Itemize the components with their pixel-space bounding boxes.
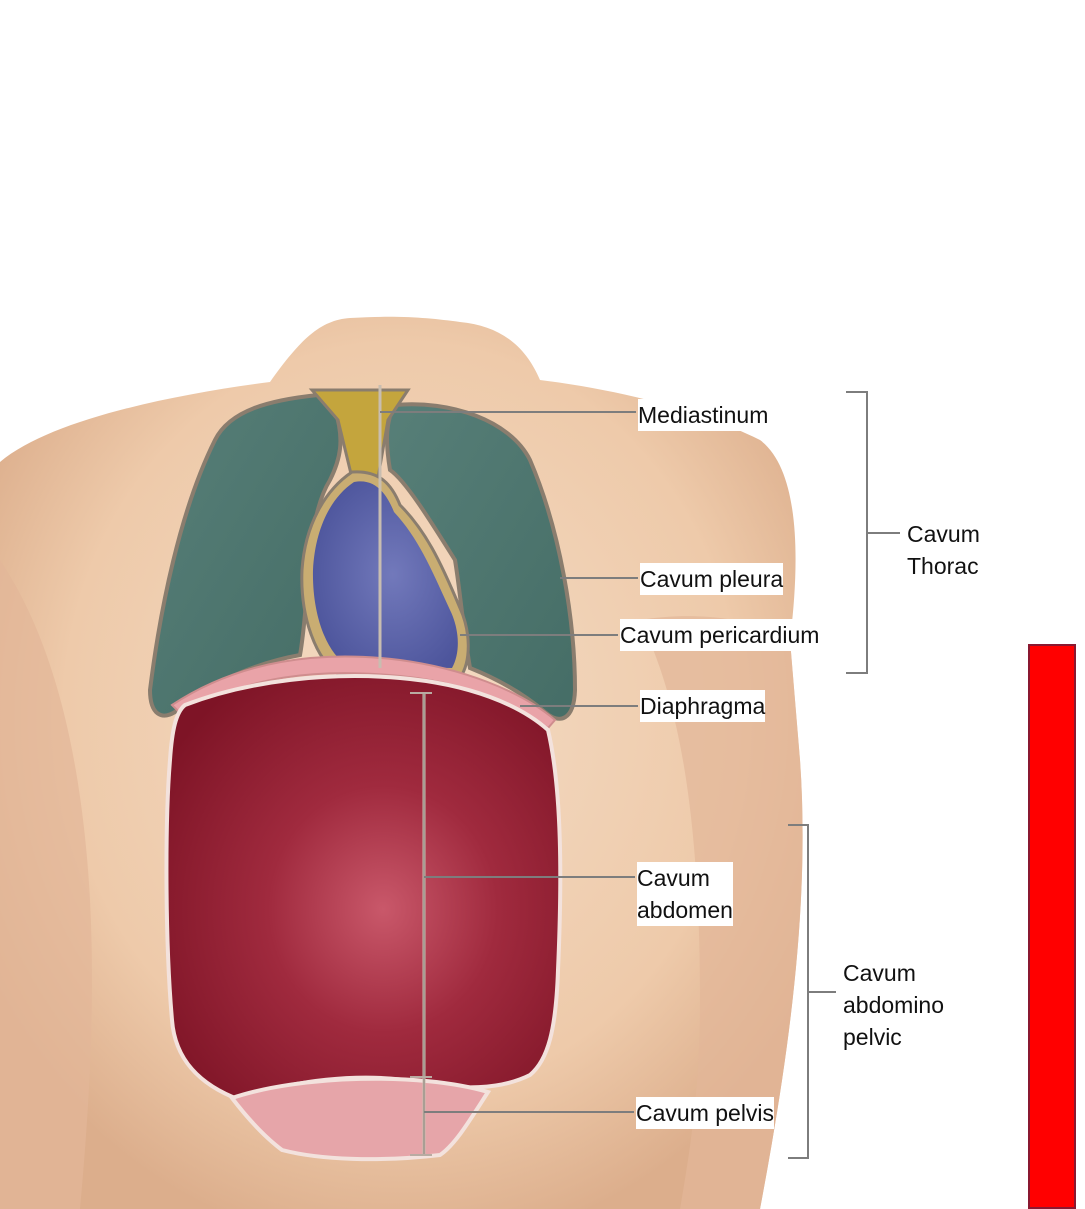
bracket-thorac	[846, 392, 900, 673]
label-abdomino-pelvic-line1: Cavum	[843, 957, 944, 989]
label-cavum-abdomen-line2: abdomen	[637, 894, 733, 926]
label-cavum-thorac-line1: Cavum	[907, 518, 980, 550]
label-diaphragma: Diaphragma	[640, 690, 765, 722]
label-abdomino-pelvic-line3: pelvic	[843, 1021, 944, 1053]
label-mediastinum: Mediastinum	[638, 399, 768, 431]
red-side-bar	[1028, 644, 1076, 1209]
label-cavum-abdomino-pelvic: Cavum abdomino pelvic	[843, 957, 944, 1053]
abdominal-cavity	[166, 676, 560, 1100]
label-cavum-thorac-line2: Thorac	[907, 550, 980, 582]
label-cavum-thorac: Cavum Thorac	[907, 518, 980, 582]
label-abdomino-pelvic-line2: abdomino	[843, 989, 944, 1021]
label-cavum-pleura: Cavum pleura	[640, 563, 783, 595]
label-cavum-pericardium: Cavum pericardium	[620, 619, 819, 651]
label-cavum-abdomen: Cavum abdomen	[637, 862, 733, 926]
label-cavum-abdomen-line1: Cavum	[637, 862, 733, 894]
label-cavum-pelvis: Cavum pelvis	[636, 1097, 774, 1129]
